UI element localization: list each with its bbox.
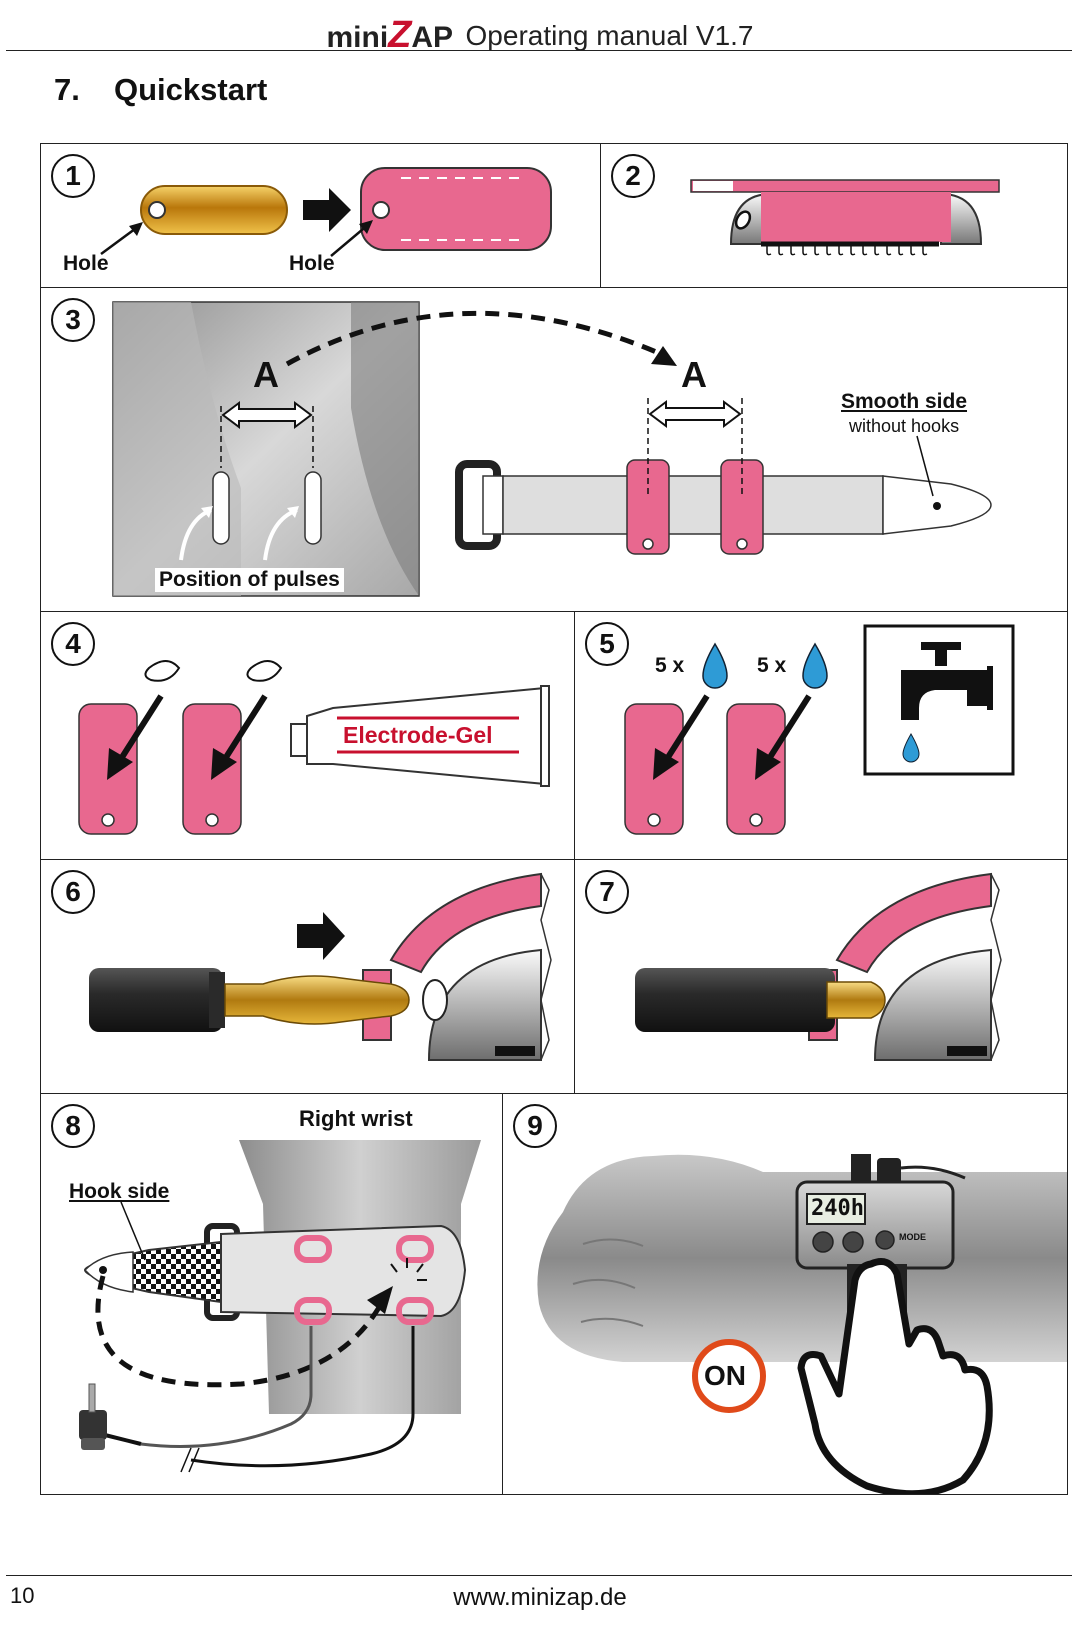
- smooth-side-label: Smooth side: [841, 390, 968, 413]
- step-number: 4: [51, 622, 95, 666]
- water-drop-icon: [702, 642, 728, 689]
- step-7-illustration: [635, 872, 1002, 1061]
- step-8-illustration: [79, 1140, 481, 1473]
- step-2-panel: 2: [600, 143, 1068, 289]
- step-number: 6: [51, 870, 95, 914]
- step-4-illustration: [78, 660, 550, 835]
- on-indicator: [692, 1339, 766, 1413]
- brand-logo: miniZAP: [326, 14, 454, 56]
- drops-count-label: 5 x: [655, 654, 685, 677]
- wrist-photo: [112, 301, 420, 597]
- on-label: ON: [704, 1360, 746, 1391]
- page-number: 10: [10, 1583, 35, 1608]
- step-number: 9: [513, 1104, 557, 1148]
- mode-label: MODE: [899, 1232, 926, 1242]
- footer-rule: [6, 1575, 1072, 1576]
- hook-side-label: Hook side: [69, 1180, 170, 1203]
- pink-pad: [360, 167, 552, 251]
- gel-tube-icon: [290, 685, 550, 787]
- wrist-strap: [83, 1223, 467, 1325]
- section-title: 7.Quickstart: [54, 72, 268, 107]
- step-1-illustration: [100, 167, 552, 257]
- step-8-panel: 8 Right wrist Hook side: [40, 1093, 504, 1495]
- quickstart-grid: 1 Hole Hole: [40, 143, 1068, 1553]
- step-number: 8: [51, 1104, 95, 1148]
- gel-drop-icon: [144, 660, 283, 682]
- step-number: 5: [585, 622, 629, 666]
- click-icon: [390, 1258, 427, 1281]
- marker-a-label: A: [253, 354, 279, 395]
- step-2-illustration: [690, 179, 1000, 256]
- dashed-arrow-a: [285, 310, 662, 367]
- right-wrist-label: Right wrist: [299, 1106, 413, 1131]
- without-hooks-label: without hooks: [849, 416, 960, 436]
- hole-label: Hole: [289, 252, 335, 275]
- jack-plug: [79, 1383, 107, 1450]
- step-number: 3: [51, 298, 95, 342]
- step-number: 2: [611, 154, 655, 198]
- device-display: 240h: [811, 1196, 864, 1221]
- step-1-panel: 1 Hole Hole: [40, 143, 602, 289]
- electrode-gel-label: Electrode-Gel: [343, 722, 493, 748]
- strap-diagram: [455, 398, 992, 555]
- step-5-panel: 5 5 x 5 x: [574, 611, 1068, 861]
- header-title: Operating manual V1.7: [465, 19, 754, 51]
- pointing-hand-icon: [797, 1258, 993, 1494]
- step-5-illustration: [624, 624, 1015, 835]
- step-9-illustration: [537, 1154, 1067, 1494]
- arrow-right-icon: [303, 188, 351, 232]
- step-3-panel: 3 A A Position of pulses Smooth side wit…: [40, 287, 1068, 613]
- step-6-illustration: [89, 872, 552, 1061]
- step-4-panel: 4 Electrode-Gel: [40, 611, 576, 861]
- document-header: miniZAP Operating manual V1.7: [0, 14, 1080, 56]
- water-tap-icon: [863, 624, 1015, 776]
- position-of-pulses-label: Position of pulses: [155, 568, 344, 592]
- header-rule: [6, 50, 1072, 51]
- hole-label: Hole: [63, 252, 109, 275]
- step-number: 7: [585, 870, 629, 914]
- step-7-panel: 7: [574, 859, 1068, 1095]
- step-3-illustration: [112, 301, 992, 597]
- step-9-panel: 9 240h MODE ON: [502, 1093, 1068, 1495]
- website-link[interactable]: www.minizap.de: [453, 1584, 627, 1611]
- water-drop-icon: [802, 642, 828, 689]
- drops-count-label: 5 x: [757, 654, 787, 677]
- arrow-right-icon: [297, 912, 345, 960]
- step-number: 1: [51, 154, 95, 198]
- marker-a-label: A: [681, 354, 707, 395]
- step-6-panel: 6: [40, 859, 576, 1095]
- gold-electrode: [140, 185, 288, 235]
